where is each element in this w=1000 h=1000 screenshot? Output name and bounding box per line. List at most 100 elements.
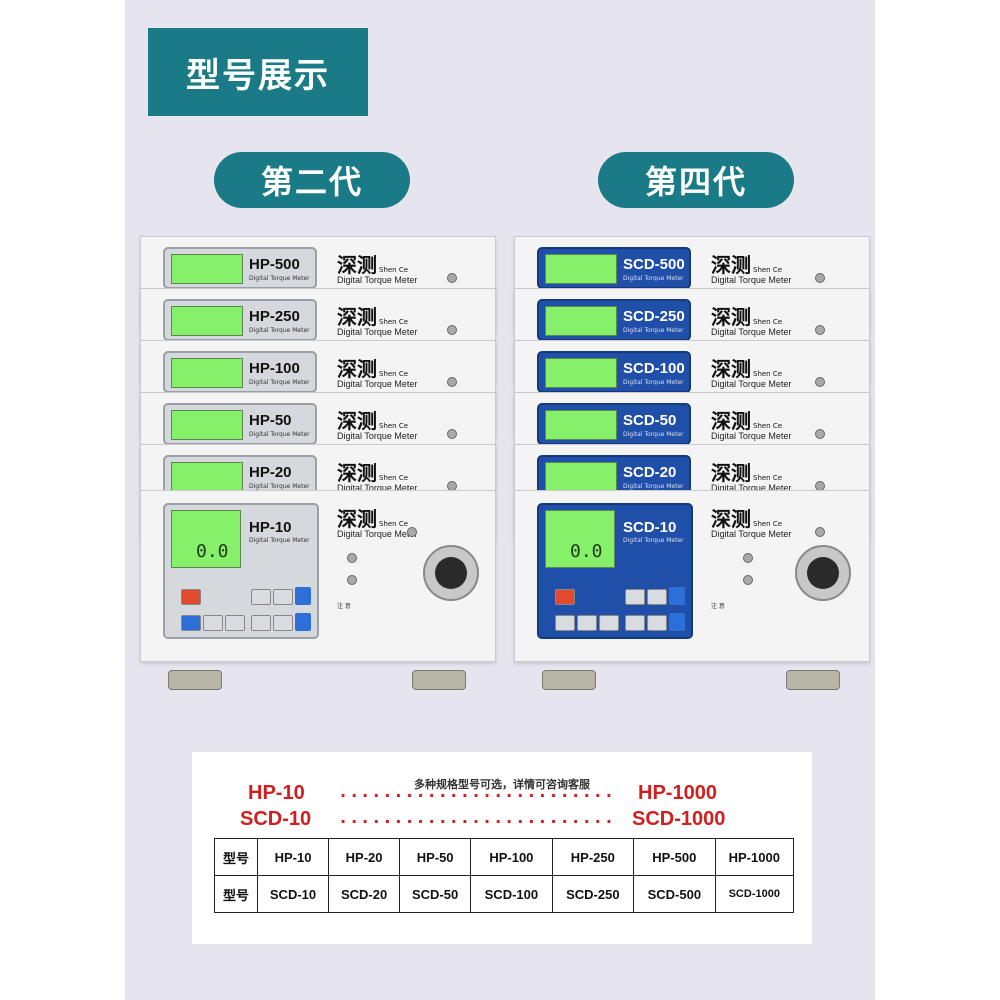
model-subtitle: Digital Torque Meter xyxy=(249,275,310,282)
screw-icon xyxy=(815,527,825,537)
model-label: SCD-10 xyxy=(623,519,677,536)
brand-cn: 深测 xyxy=(711,305,751,329)
brand-cn: 深测 xyxy=(711,409,751,433)
down-arrow-button[interactable] xyxy=(295,613,311,631)
unit-button[interactable] xyxy=(599,615,619,631)
brand-en: Digital Torque Meter xyxy=(337,275,418,285)
model-label: SCD-100 xyxy=(623,360,685,377)
model-label: HP-500 xyxy=(249,256,300,273)
lcd-screen xyxy=(171,358,243,388)
screw-icon xyxy=(815,429,825,439)
display-panel: 0.0 HP-10 Digital Torque Meter xyxy=(163,503,319,639)
brand-cn: 深测 xyxy=(337,253,377,277)
model-subtitle: Digital Torque Meter xyxy=(623,379,684,386)
lcd-screen xyxy=(545,306,617,336)
mode-button[interactable] xyxy=(203,615,223,631)
brand-pinyin: Shen Ce xyxy=(379,474,409,482)
hp-range-start: HP-10 xyxy=(248,782,305,804)
screw-icon xyxy=(743,553,753,563)
table-cell: SCD-250 xyxy=(551,875,635,913)
brand-cn: 深测 xyxy=(337,461,377,485)
set-button[interactable] xyxy=(273,615,293,631)
brand-pinyin: Shen Ce xyxy=(379,266,409,274)
up-arrow-button[interactable] xyxy=(669,587,685,605)
lcd-screen xyxy=(545,462,617,492)
power-button[interactable] xyxy=(181,589,201,605)
brand-cn: 深测 xyxy=(337,357,377,381)
model-label: SCD-500 xyxy=(623,256,685,273)
screw-icon xyxy=(347,575,357,585)
model-subtitle: Digital Torque Meter xyxy=(623,431,684,438)
screw-icon xyxy=(347,553,357,563)
function-button[interactable] xyxy=(181,615,201,631)
lcd-screen xyxy=(545,358,617,388)
model-subtitle: Digital Torque Meter xyxy=(623,483,684,490)
lcd-screen: 0.0 xyxy=(171,510,241,568)
clear-button[interactable] xyxy=(251,589,271,605)
lcd-screen xyxy=(545,410,617,440)
device-foot xyxy=(542,670,596,690)
model-label: SCD-20 xyxy=(623,464,677,481)
memory-button[interactable] xyxy=(273,589,293,605)
table-cell: HP-20 xyxy=(328,838,401,876)
brand-en: Digital Torque Meter xyxy=(711,529,792,539)
brand-en: Digital Torque Meter xyxy=(711,431,792,441)
model-label: HP-100 xyxy=(249,360,300,377)
brand-en: Digital Torque Meter xyxy=(711,379,792,389)
screw-icon xyxy=(743,575,753,585)
up-arrow-button[interactable] xyxy=(295,587,311,605)
model-subtitle: Digital Torque Meter xyxy=(249,379,310,386)
brand-cn: 深测 xyxy=(711,253,751,277)
model-subtitle: Digital Torque Meter xyxy=(249,431,310,438)
brand-cn: 深测 xyxy=(337,409,377,433)
page-title: 型号展示 xyxy=(148,28,368,116)
memory-button[interactable] xyxy=(647,589,667,605)
reset-button[interactable] xyxy=(555,615,575,631)
brand-pinyin: Shen Ce xyxy=(753,474,783,482)
spec-note: 多种规格型号可选，详情可咨询客服 xyxy=(414,778,590,791)
brand-pinyin: Shen Ce xyxy=(753,520,783,528)
screw-icon xyxy=(407,527,417,537)
brand-cn: 深测 xyxy=(711,357,751,381)
table-cell: SCD-500 xyxy=(633,875,716,913)
brand-en: Digital Torque Meter xyxy=(337,327,418,337)
brand-pinyin: Shen Ce xyxy=(753,370,783,378)
keypad xyxy=(553,571,687,637)
torque-chuck xyxy=(795,545,851,601)
print-button[interactable] xyxy=(251,615,271,631)
table-cell: SCD-100 xyxy=(470,875,553,913)
screw-icon xyxy=(447,377,457,387)
set-button[interactable] xyxy=(647,615,667,631)
brand-pinyin: Shen Ce xyxy=(379,520,409,528)
brand-en: Digital Torque Meter xyxy=(337,431,418,441)
brand-en: Digital Torque Meter xyxy=(337,379,418,389)
audio-button[interactable] xyxy=(625,615,645,631)
lcd-screen: 0.0 xyxy=(545,510,615,568)
brand-en: Digital Torque Meter xyxy=(711,483,792,493)
brand-en: Digital Torque Meter xyxy=(711,327,792,337)
model-subtitle: Digital Torque Meter xyxy=(623,327,684,334)
down-arrow-button[interactable] xyxy=(669,613,685,631)
display-panel: 0.0 SCD-10 Digital Torque Meter xyxy=(537,503,693,639)
brand-pinyin: Shen Ce xyxy=(379,370,409,378)
screw-icon xyxy=(447,325,457,335)
row-header: 型号 xyxy=(214,838,258,876)
power-button[interactable] xyxy=(555,589,575,605)
unit-button[interactable] xyxy=(225,615,245,631)
brand-pinyin: Shen Ce xyxy=(379,422,409,430)
mode-button[interactable] xyxy=(577,615,597,631)
brand-cn: 深测 xyxy=(337,507,377,531)
model-label: SCD-250 xyxy=(623,308,685,325)
clear-button[interactable] xyxy=(625,589,645,605)
scd-range-end: SCD-1000 xyxy=(632,808,726,830)
generation-4-label: 第四代 xyxy=(598,152,794,208)
